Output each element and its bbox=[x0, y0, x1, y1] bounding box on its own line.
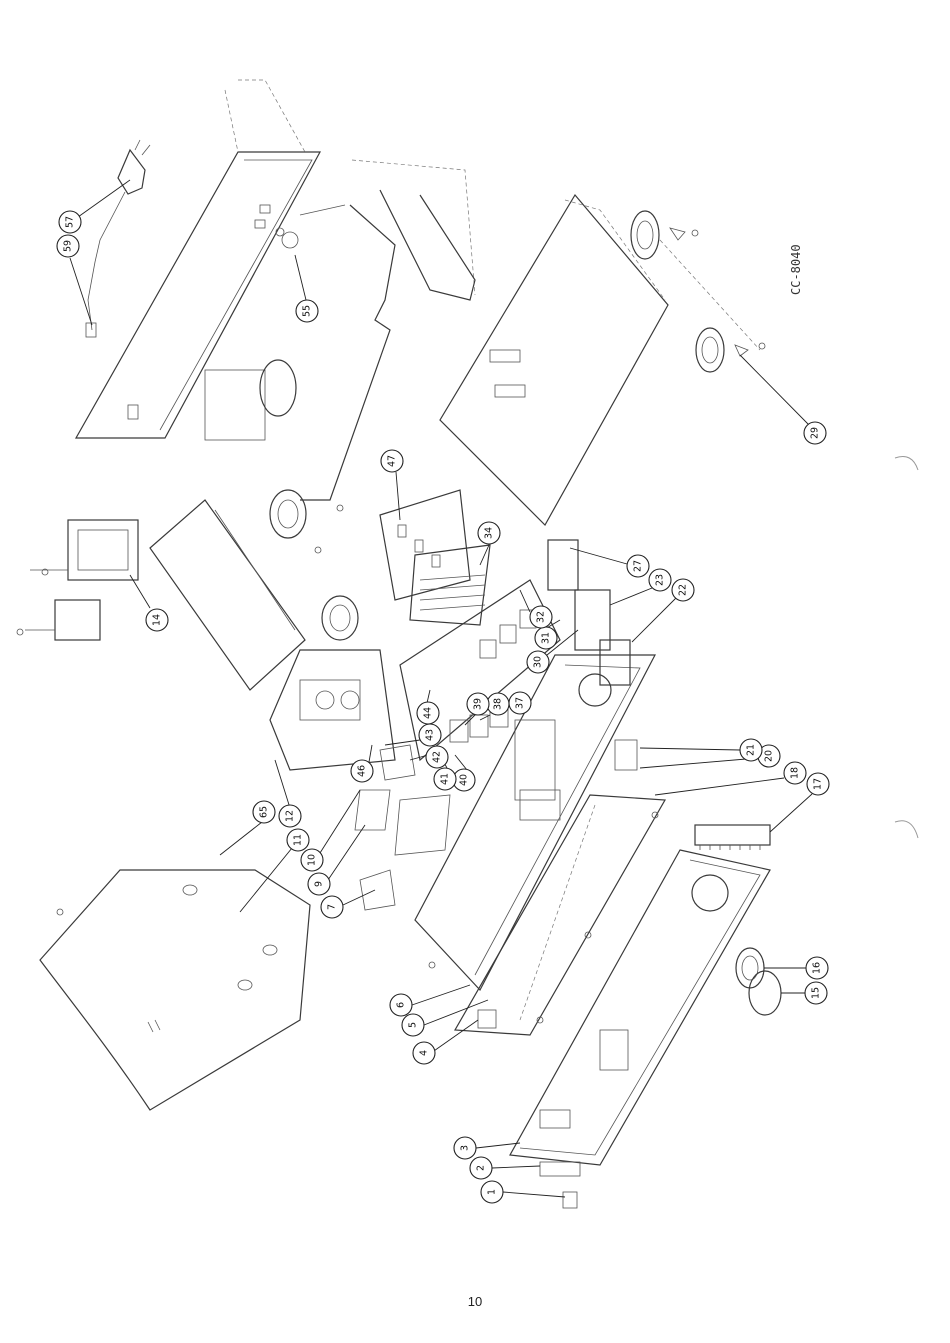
display-window-part bbox=[455, 795, 665, 1035]
svg-text:43: 43 bbox=[425, 729, 436, 741]
svg-text:14: 14 bbox=[152, 614, 163, 626]
svg-text:42: 42 bbox=[432, 751, 443, 763]
svg-text:5: 5 bbox=[408, 1022, 419, 1028]
callout-55: 55 bbox=[295, 255, 318, 322]
callout-16: 16 bbox=[764, 957, 828, 979]
svg-text:37: 37 bbox=[515, 697, 526, 709]
callout-15: 15 bbox=[781, 982, 827, 1004]
main-chassis-part bbox=[300, 160, 475, 500]
svg-text:4: 4 bbox=[419, 1050, 430, 1056]
callout-12: 12 bbox=[275, 760, 301, 827]
svg-text:21: 21 bbox=[746, 744, 757, 756]
callout-21: 21 bbox=[640, 739, 762, 761]
svg-text:55: 55 bbox=[302, 305, 313, 317]
motor-pulley-parts bbox=[631, 211, 760, 372]
svg-text:40: 40 bbox=[459, 774, 470, 786]
callout-59: 59 bbox=[57, 235, 92, 325]
callout-group: 1 2 3 4 5 6 7 9 10 11 12 14 15 16 17 18 … bbox=[57, 180, 829, 1203]
transformer-part bbox=[25, 520, 138, 640]
callout-46: 46 bbox=[351, 745, 373, 782]
svg-text:32: 32 bbox=[536, 611, 547, 623]
model-label: CC-8040 bbox=[789, 244, 803, 295]
callout-32: 32 bbox=[520, 590, 552, 628]
callout-39: 39 bbox=[465, 693, 489, 725]
callout-18: 18 bbox=[655, 762, 806, 795]
top-cover-part bbox=[40, 870, 310, 1110]
svg-text:15: 15 bbox=[811, 987, 822, 999]
svg-text:41: 41 bbox=[440, 773, 451, 785]
power-cord-part bbox=[86, 140, 150, 337]
rear-panel-part bbox=[76, 80, 320, 438]
callout-7: 7 bbox=[321, 890, 375, 918]
svg-text:2: 2 bbox=[476, 1165, 487, 1171]
svg-text:39: 39 bbox=[473, 698, 484, 710]
svg-text:30: 30 bbox=[533, 656, 544, 668]
svg-text:22: 22 bbox=[678, 584, 689, 596]
callout-57: 57 bbox=[59, 180, 130, 233]
callout-10: 10 bbox=[301, 790, 360, 871]
small-parts bbox=[478, 540, 770, 1208]
svg-text:18: 18 bbox=[790, 767, 801, 779]
svg-text:59: 59 bbox=[63, 240, 74, 252]
svg-text:16: 16 bbox=[812, 962, 823, 974]
svg-text:7: 7 bbox=[327, 904, 338, 910]
svg-text:34: 34 bbox=[484, 527, 495, 539]
callout-2: 2 bbox=[470, 1157, 540, 1179]
svg-text:29: 29 bbox=[810, 427, 821, 439]
callout-14: 14 bbox=[130, 575, 168, 631]
svg-text:1: 1 bbox=[487, 1189, 498, 1195]
screw-parts bbox=[17, 230, 765, 1023]
callout-27: 27 bbox=[570, 548, 649, 577]
svg-text:12: 12 bbox=[285, 810, 296, 822]
svg-text:31: 31 bbox=[541, 632, 552, 644]
svg-text:44: 44 bbox=[423, 707, 434, 719]
callout-42: 42 bbox=[410, 746, 448, 768]
svg-text:10: 10 bbox=[307, 854, 318, 866]
callout-44: 44 bbox=[417, 690, 439, 724]
callout-1: 1 bbox=[481, 1181, 565, 1203]
svg-text:17: 17 bbox=[813, 778, 824, 790]
callout-34: 34 bbox=[478, 522, 500, 565]
side-panel-part bbox=[440, 195, 668, 525]
callout-29: 29 bbox=[740, 355, 826, 444]
svg-text:11: 11 bbox=[293, 834, 304, 846]
callout-40: 40 bbox=[453, 755, 475, 791]
svg-text:6: 6 bbox=[396, 1002, 407, 1008]
circuit-board-47-part bbox=[380, 490, 470, 600]
svg-text:20: 20 bbox=[764, 750, 775, 762]
callout-5: 5 bbox=[402, 1000, 488, 1036]
callout-3: 3 bbox=[454, 1137, 520, 1159]
svg-text:27: 27 bbox=[633, 560, 644, 572]
punch-marks bbox=[895, 457, 918, 839]
front-subchassis-part bbox=[415, 655, 655, 990]
svg-text:46: 46 bbox=[357, 765, 368, 777]
front-panel-part bbox=[510, 850, 770, 1165]
svg-text:3: 3 bbox=[460, 1145, 471, 1151]
callout-47: 47 bbox=[381, 450, 403, 520]
svg-text:57: 57 bbox=[65, 216, 76, 228]
page-number: 10 bbox=[0, 1294, 950, 1309]
knob-parts bbox=[736, 948, 781, 1015]
svg-text:47: 47 bbox=[387, 455, 398, 467]
power-supply-board-part bbox=[150, 360, 358, 690]
svg-text:9: 9 bbox=[314, 881, 325, 887]
svg-text:23: 23 bbox=[655, 574, 666, 586]
svg-text:65: 65 bbox=[259, 806, 270, 818]
svg-text:38: 38 bbox=[493, 698, 504, 710]
callout-65: 65 bbox=[220, 801, 275, 855]
cassette-mechanism-part bbox=[270, 650, 395, 770]
